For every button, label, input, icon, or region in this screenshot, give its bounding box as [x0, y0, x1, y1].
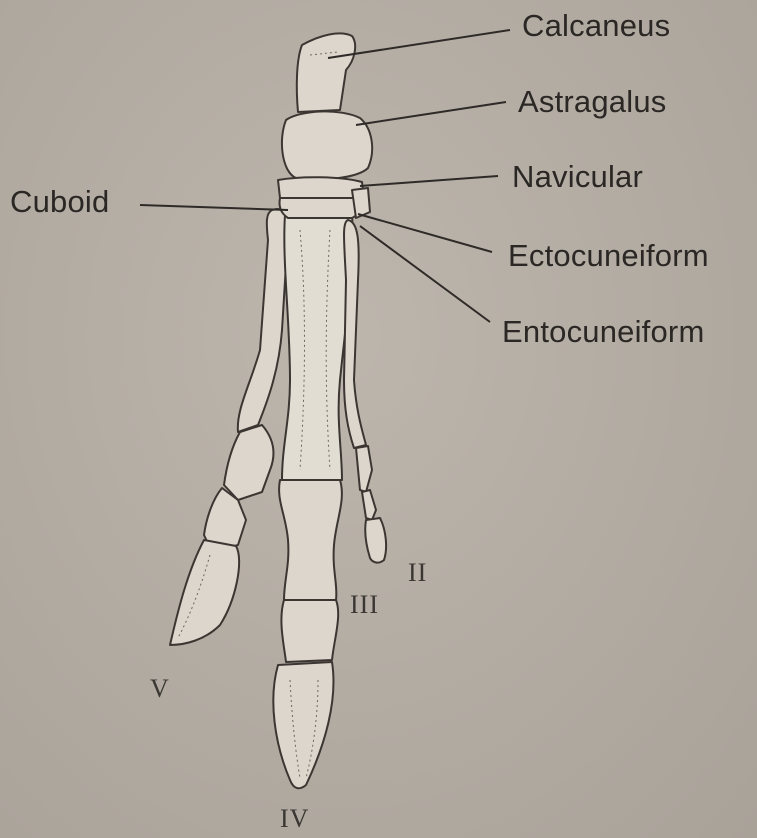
label-entocuneiform: Entocuneiform — [502, 316, 704, 347]
label-astragalus: Astragalus — [518, 86, 666, 117]
label-calcaneus: Calcaneus — [522, 10, 670, 41]
label-ectocuneiform: Ectocuneiform — [508, 240, 709, 271]
label-cuboid: Cuboid — [10, 186, 109, 217]
tarsal-bones — [278, 33, 372, 218]
leader-entocuneiform — [360, 226, 490, 322]
leader-ectocuneiform — [358, 214, 492, 252]
digit-iv-bones — [273, 215, 352, 788]
digit-iii-ii-bones — [344, 220, 386, 563]
leader-navicular — [360, 176, 498, 186]
digit-label-ii: II — [408, 560, 427, 586]
label-navicular: Navicular — [512, 161, 643, 192]
digit-label-iv: IV — [280, 806, 309, 832]
digit-v-bones — [170, 209, 288, 645]
leader-cuboid — [140, 205, 288, 210]
leader-astragalus — [356, 102, 506, 125]
digit-label-v: V — [150, 676, 170, 702]
digit-label-iii: III — [350, 592, 379, 618]
